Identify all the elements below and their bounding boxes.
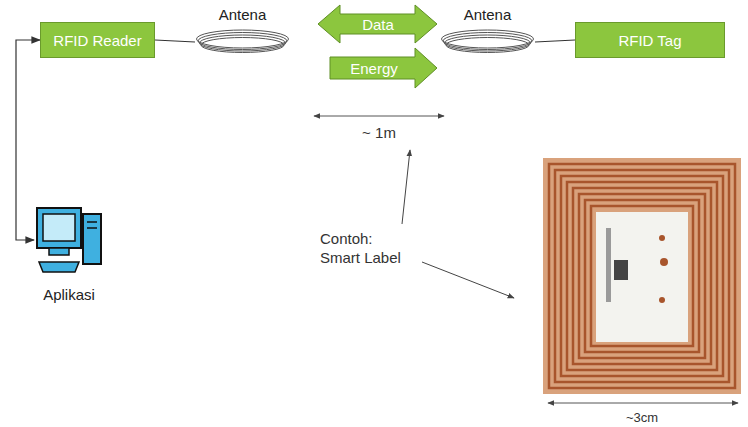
computer-icon-art xyxy=(35,206,103,276)
energy-arrow xyxy=(330,48,437,88)
leader-line xyxy=(402,150,410,224)
antenna-label: Antena xyxy=(195,6,290,23)
smart-label-photo xyxy=(543,158,741,394)
antenna-label: Antena xyxy=(440,6,535,23)
dimension-line xyxy=(314,116,444,117)
icon-caption: Aplikasi xyxy=(34,286,104,303)
coil-outline xyxy=(440,28,535,56)
leader-line xyxy=(422,262,514,298)
connector xyxy=(535,40,575,42)
dimension-line xyxy=(548,403,738,404)
box-label: RFID Tag xyxy=(618,32,681,49)
signal-label: Energy xyxy=(350,60,398,77)
connector xyxy=(155,40,195,42)
dimension-label: ~ 1m xyxy=(362,124,396,141)
signal-label: Data xyxy=(362,16,394,33)
computer-icon: Aplikasi xyxy=(34,206,104,306)
antenna-coil: Antena xyxy=(195,28,290,56)
data-arrow xyxy=(318,5,437,43)
coil-outline xyxy=(195,28,290,56)
box-label: RFID Reader xyxy=(53,32,141,49)
dimension-label: ~3cm xyxy=(626,410,658,425)
tag-box: RFID Tag xyxy=(575,22,725,58)
antenna-coil: Antena xyxy=(440,28,535,56)
reader-box: RFID Reader xyxy=(40,22,155,58)
note-label: Contoh: Smart Label xyxy=(320,230,412,268)
